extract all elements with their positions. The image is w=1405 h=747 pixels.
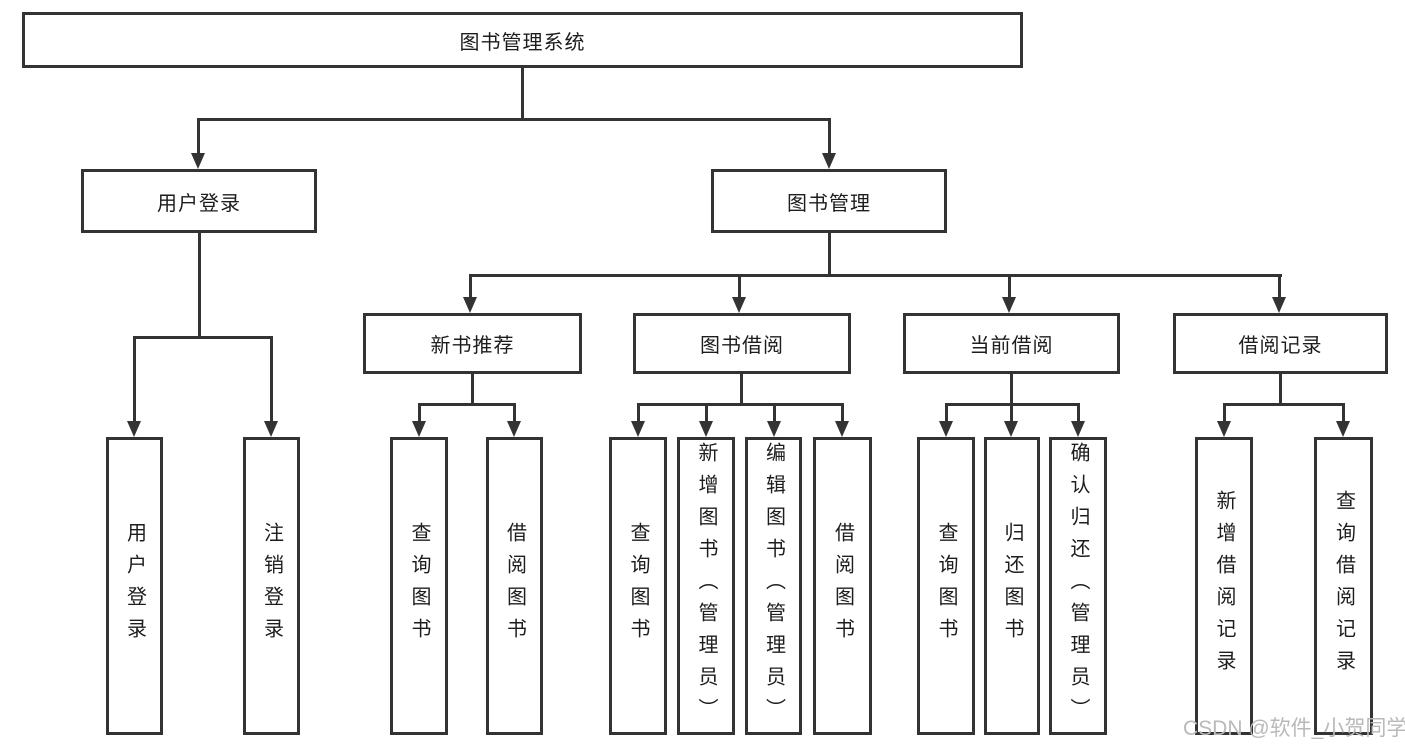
leaf-add-book-admin: 新增图书（管理员）	[677, 437, 735, 735]
arrow-down-icon	[1336, 421, 1350, 437]
arrow-down-icon	[732, 297, 746, 313]
node-current-borrow: 当前借阅	[903, 313, 1120, 374]
leaf-edit-book-admin: 编辑图书（管理员）	[745, 437, 802, 735]
arrow-down-icon	[1004, 421, 1018, 437]
arrow-down-icon	[1002, 297, 1016, 313]
arrow-down-icon	[631, 421, 645, 437]
arrow-down-icon	[1217, 421, 1231, 437]
node-root-label: 图书管理系统	[459, 31, 586, 54]
node-user-login-label: 用户登录	[157, 192, 241, 215]
leaf-query-books-recommend: 查询图书	[390, 437, 448, 735]
arrow-down-icon	[822, 153, 836, 169]
leaf-return-book: 归还图书	[984, 437, 1040, 735]
node-borrow-records: 借阅记录	[1173, 313, 1388, 374]
leaf-borrow-books-recommend: 借阅图书	[486, 437, 543, 735]
leaf-confirm-return-admin: 确认归还（管理员）	[1049, 437, 1107, 735]
node-book-borrow-label: 图书借阅	[700, 335, 784, 357]
leaf-query-borrow-record: 查询借阅记录	[1314, 437, 1373, 735]
arrow-down-icon	[264, 421, 278, 437]
arrow-down-icon	[767, 421, 781, 437]
arrow-down-icon	[412, 421, 426, 437]
arrow-down-icon	[1071, 421, 1085, 437]
node-new-book-recommend-label: 新书推荐	[430, 335, 515, 357]
node-root: 图书管理系统	[22, 12, 1023, 68]
leaf-logout: 注销登录	[243, 437, 300, 735]
arrow-down-icon	[463, 297, 477, 313]
leaf-query-books-borrow: 查询图书	[609, 437, 667, 735]
leaf-user-login: 用户登录	[106, 437, 163, 735]
node-new-book-recommend: 新书推荐	[363, 313, 582, 374]
node-book-management: 图书管理	[711, 169, 947, 233]
node-book-borrow: 图书借阅	[633, 313, 851, 374]
leaf-add-borrow-record: 新增借阅记录	[1195, 437, 1253, 735]
arrow-down-icon	[191, 153, 205, 169]
arrow-down-icon	[835, 421, 849, 437]
leaf-query-books-current: 查询图书	[917, 437, 975, 735]
arrow-down-icon	[699, 421, 713, 437]
node-user-login: 用户登录	[81, 169, 317, 233]
leaf-borrow-books-borrow: 借阅图书	[813, 437, 872, 735]
arrow-down-icon	[507, 421, 521, 437]
arrow-down-icon	[1272, 297, 1286, 313]
csdn-watermark: CSDN @软件_小贺同学	[1183, 717, 1405, 740]
arrow-down-icon	[939, 421, 953, 437]
node-book-management-label: 图书管理	[787, 192, 871, 215]
node-borrow-records-label: 借阅记录	[1238, 335, 1323, 357]
node-current-borrow-label: 当前借阅	[969, 335, 1054, 357]
arrow-down-icon	[127, 421, 141, 437]
